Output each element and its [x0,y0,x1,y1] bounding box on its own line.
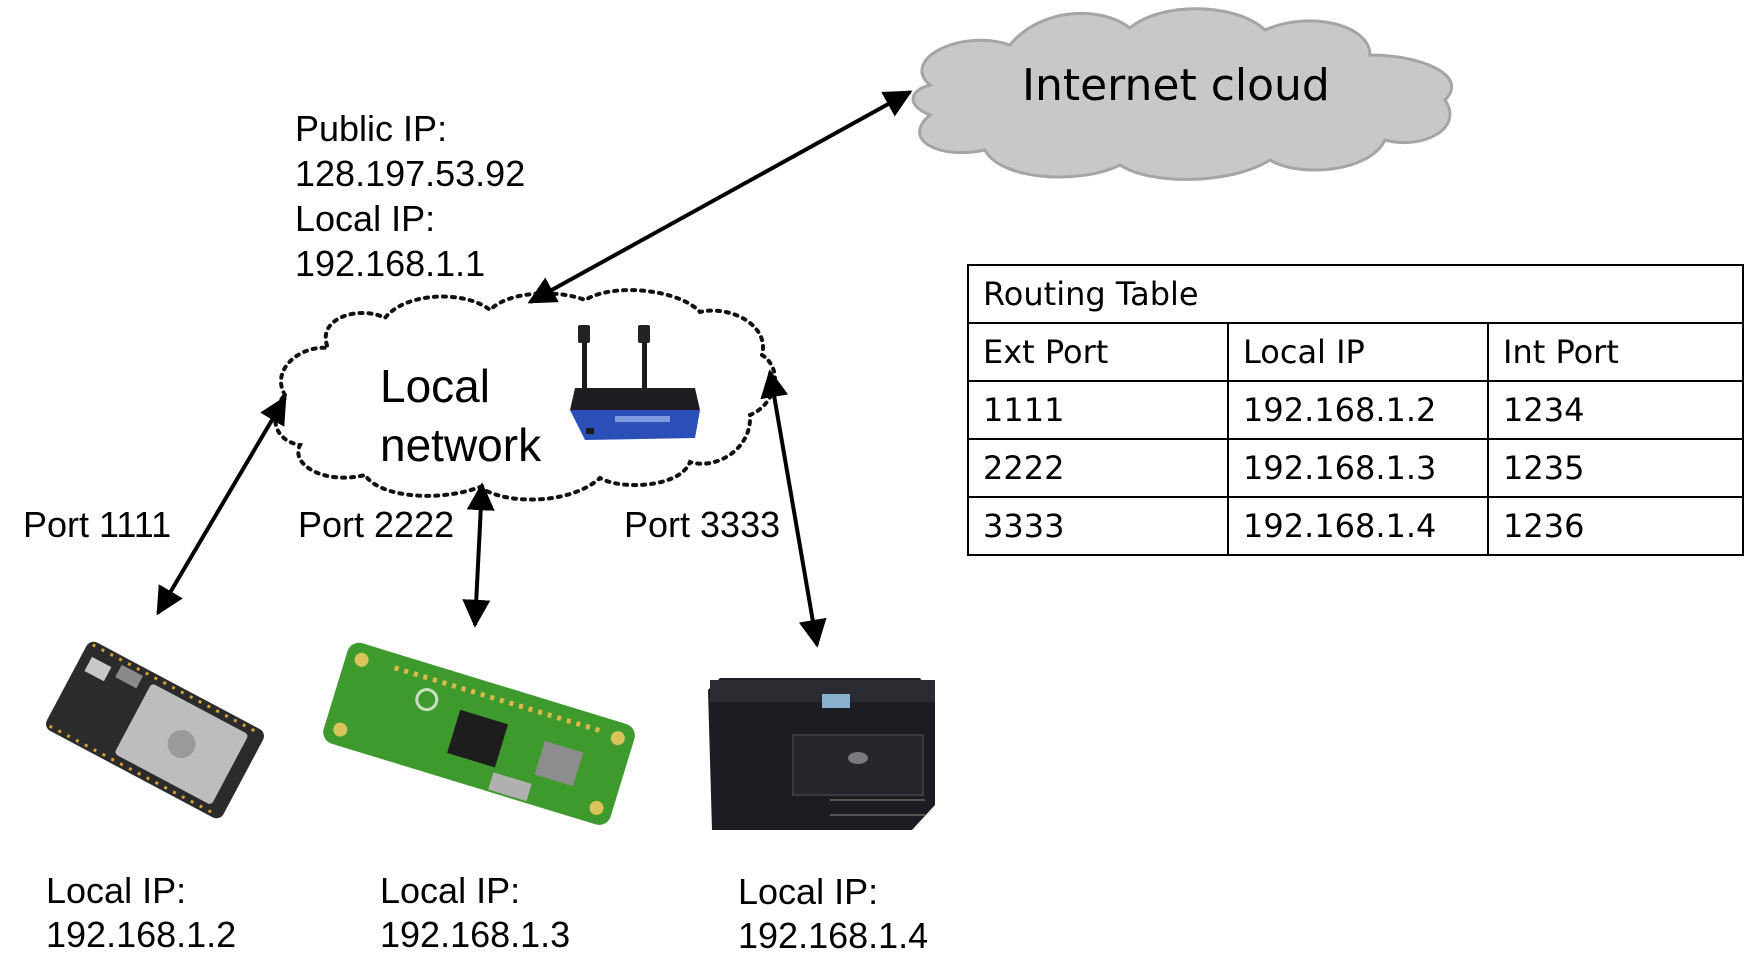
esp32-board-icon [46,641,264,819]
device-2-ip-value: 192.168.1.3 [380,914,571,955]
device-3-ip-value: 192.168.1.4 [738,915,929,956]
device-1-ip-value: 192.168.1.2 [46,914,237,955]
public-ip-label: Public IP: [295,108,448,149]
table-row: 1111 192.168.1.2 1234 [967,380,1744,440]
ext-port-cell: 3333 [967,496,1229,556]
table-row: 3333 192.168.1.4 1236 [967,496,1744,556]
raspberry-pi-zero-icon [323,642,635,825]
local-network-label-line2: network [380,419,542,471]
int-port-cell: 1235 [1487,438,1744,498]
table-row: 2222 192.168.1.3 1235 [967,438,1744,498]
printer-icon [708,678,935,830]
router-local-ip-value: 192.168.1.1 [295,243,486,284]
local-ip-cell: 192.168.1.2 [1227,380,1489,440]
router-internet-link [527,90,913,304]
internet-cloud-label: Internet cloud [1022,60,1330,111]
local-network-label-line1: Local [380,360,490,412]
int-port-cell: 1234 [1487,380,1744,440]
routing-table-header-row: Ext Port Local IP Int Port [967,322,1744,382]
port-label-2222: Port 2222 [298,504,455,545]
public-ip-value: 128.197.53.92 [295,153,526,194]
routing-table-title-row: Routing Table [967,264,1744,324]
ext-port-cell: 1111 [967,380,1229,440]
routing-table: Routing Table Ext Port Local IP Int Port… [967,264,1744,556]
device-2-ip-label: Local IP: [380,870,521,911]
router-local-ip-label: Local IP: [295,198,436,239]
header-int-port: Int Port [1487,322,1744,382]
internet-cloud-shape [911,7,1454,181]
device-3-ip-label: Local IP: [738,871,879,912]
port-3333-link [760,369,827,648]
device-1-ip-label: Local IP: [46,870,187,911]
port-label-1111: Port 1111 [23,504,172,545]
header-local-ip: Local IP [1227,322,1489,382]
port-1111-link [156,395,287,616]
port-2222-link [462,482,495,628]
routing-table-title: Routing Table [967,264,1744,324]
int-port-cell: 1236 [1487,496,1744,556]
ext-port-cell: 2222 [967,438,1229,498]
local-ip-cell: 192.168.1.4 [1227,496,1489,556]
header-ext-port: Ext Port [967,322,1229,382]
local-ip-cell: 192.168.1.3 [1227,438,1489,498]
router-icon [570,325,700,440]
port-label-3333: Port 3333 [624,504,781,545]
